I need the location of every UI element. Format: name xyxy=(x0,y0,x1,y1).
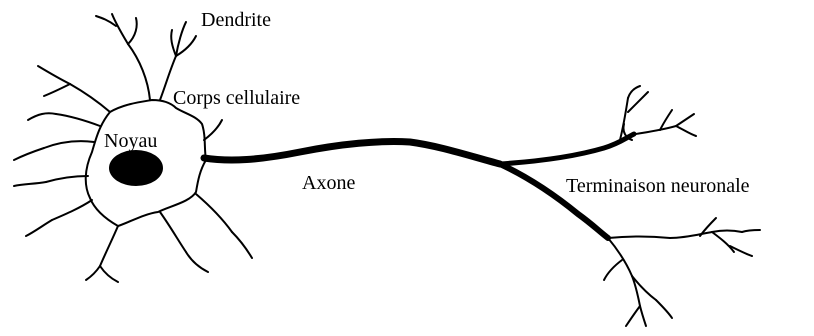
nucleus-shape xyxy=(109,150,163,186)
axon-upper-branch xyxy=(497,131,637,167)
axon-shaft xyxy=(200,137,504,168)
axon-terminals xyxy=(603,85,761,327)
cell-body-label: Corps cellulaire xyxy=(173,87,301,109)
dendrite-label: Dendrite xyxy=(201,9,271,31)
axon-lower-branch xyxy=(497,161,611,241)
axon-label: Axone xyxy=(302,172,356,194)
axon-terminal-label: Terminaison neuronale xyxy=(566,175,750,197)
dendrites xyxy=(13,13,253,283)
nucleus-label: Noyau xyxy=(104,130,158,152)
